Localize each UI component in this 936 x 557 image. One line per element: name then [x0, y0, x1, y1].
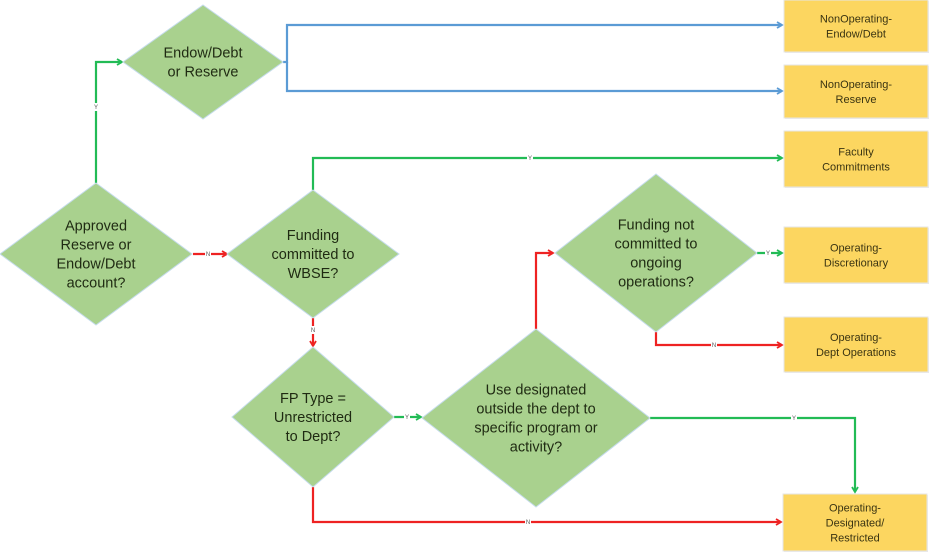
connector-label: N — [206, 252, 210, 258]
outcome-text-line: Operating- — [830, 332, 882, 344]
connector-label-bg — [527, 154, 533, 162]
outcome-text-line: Operating- — [829, 503, 881, 515]
decision-diamond-shape — [122, 4, 284, 120]
decision-text-line: to Dept? — [286, 429, 341, 445]
connector-label: N — [311, 328, 315, 334]
connector-label-bg — [525, 518, 531, 526]
connector-label-bg — [765, 249, 771, 257]
connector-wbse-to-faculty — [311, 154, 784, 190]
outcome-box-shape — [782, 493, 928, 552]
decision-diamond-shape — [231, 346, 395, 488]
connector-label-bg — [310, 326, 316, 334]
decision-diamond-shape — [554, 173, 758, 333]
decision-notcommitted: Funding not committed to ongoing operations… — [554, 173, 758, 333]
connector-label-bg — [93, 103, 99, 111]
connector-fptype-to-op-designated — [311, 487, 783, 526]
outcome-op-dept: Operating- Dept Operations — [783, 316, 929, 373]
outcome-text-line: Designated/ — [826, 518, 886, 530]
outcome-text-line: Faculty — [838, 147, 874, 159]
outcome-text-line: NonOperating- — [820, 79, 892, 91]
outcome-text-line: Operating- — [830, 243, 882, 255]
decision-endow: Endow/Debt or Reserve — [122, 4, 284, 120]
connector-label-bg — [205, 250, 211, 258]
outcome-nonop-endow: NonOperating- Endow/Debt — [783, 0, 929, 53]
outcome-box-shape — [783, 226, 929, 284]
outcome-box-shape — [783, 316, 929, 373]
decision-text-line: account? — [67, 276, 126, 292]
outcome-box-shape — [783, 130, 929, 188]
decision-text-line: Funding — [287, 228, 339, 244]
decision-diamond-shape — [0, 182, 193, 326]
outcome-op-designated: Operating- Designated/Restricted — [782, 493, 928, 552]
decision-fptype: FP Type = Unrestricted to Dept? — [231, 346, 395, 488]
connector-endow-to-nonop-reserve — [285, 62, 784, 95]
connector-label-bg — [791, 414, 797, 422]
outcome-text-line: Discretionary — [824, 258, 889, 270]
decision-diamond-shape — [226, 189, 400, 319]
connector-endow-to-nonop-endow — [283, 21, 784, 64]
connector-label: Y — [792, 416, 796, 422]
decision-text-line: WBSE? — [288, 266, 339, 282]
decision-text-line: Unrestricted — [274, 410, 352, 426]
connector-notcommitted-to-op-dept — [654, 332, 784, 349]
connector-label-bg — [711, 341, 717, 349]
decision-text-line: specific program or — [474, 421, 597, 437]
connector-label-bg — [404, 413, 410, 421]
outcome-text-line: NonOperating- — [820, 14, 892, 26]
decision-wbse: Funding committed to WBSE? — [226, 189, 400, 319]
decision-text-line: ongoing — [630, 256, 682, 272]
outcome-text-line: Endow/Debt — [826, 29, 886, 41]
connector-label: Y — [405, 415, 409, 421]
decision-text-line: Funding not — [618, 218, 695, 234]
decision-designated: Use designated outside the dept to specifi… — [421, 328, 651, 508]
connector-designated-to-op-designated — [650, 416, 859, 494]
decision-text-line: committed to — [615, 237, 698, 253]
connector-approved-to-endow — [94, 58, 124, 183]
decision-text-line: operations? — [618, 275, 694, 291]
decision-text-line: activity? — [510, 440, 562, 456]
outcome-text-line: Commitments — [822, 162, 890, 174]
decision-text-line: Use designated — [486, 383, 587, 399]
connector-designated-to-notcommitted — [534, 249, 555, 329]
outcome-op-discretionary: Operating- Discretionary — [783, 226, 929, 284]
decision-text-line: Endow/Debt — [57, 257, 136, 273]
decision-text-line: Approved — [65, 219, 127, 235]
connector-label: N — [712, 343, 716, 349]
outcome-text-line: Restricted — [830, 533, 880, 545]
connector-label: Y — [766, 251, 770, 257]
decision-text-line: Reserve or — [61, 238, 132, 254]
decision-text-line: FP Type = — [280, 391, 346, 407]
connector-label: Y — [94, 105, 98, 111]
decision-text-line: or Reserve — [168, 65, 239, 81]
outcome-text-line: Reserve — [836, 94, 877, 106]
connector-label: N — [526, 520, 530, 526]
decision-text-line: committed to — [272, 247, 355, 263]
outcome-nonop-reserve: NonOperating- Reserve — [783, 64, 929, 119]
outcome-box-shape — [783, 0, 929, 53]
decision-diamond-shape — [421, 328, 651, 508]
connector-label: Y — [528, 156, 532, 162]
outcome-box-shape — [783, 64, 929, 119]
decision-text-line: Endow/Debt — [164, 46, 243, 62]
decision-text-line: outside the dept to — [476, 402, 595, 418]
outcome-text-line: Dept Operations — [816, 347, 897, 359]
